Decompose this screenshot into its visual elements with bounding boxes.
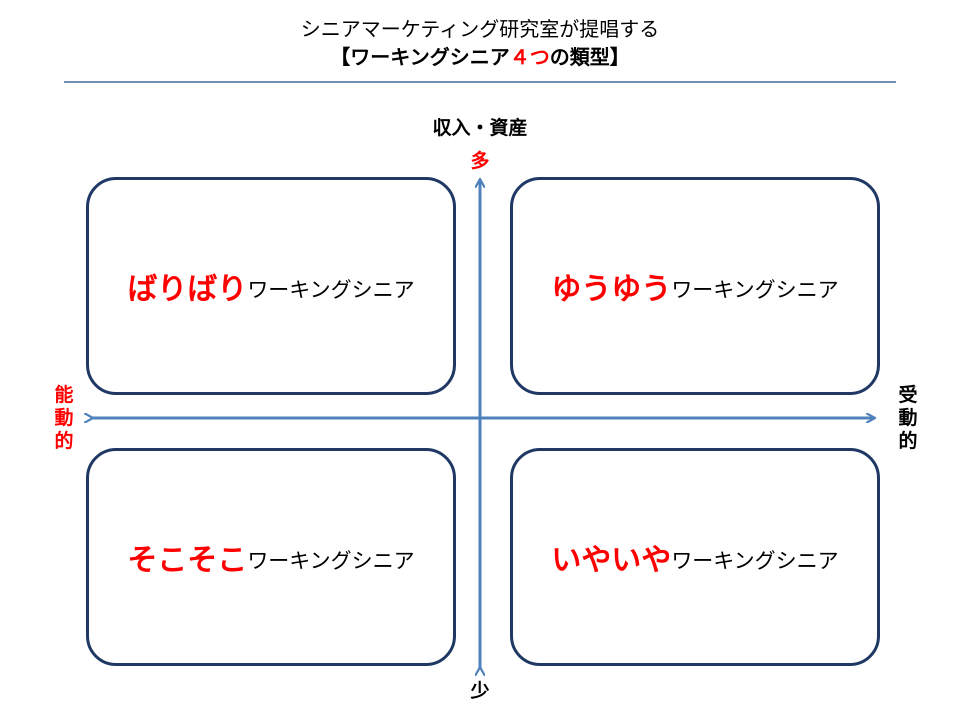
quadrant-top-right: ゆうゆうワーキングシニア bbox=[510, 177, 880, 395]
title-line2-prefix: 【ワーキングシニア bbox=[330, 45, 510, 69]
quadrant-type: いやいや bbox=[551, 543, 672, 578]
title-line2-suffix: の類型】 bbox=[549, 45, 630, 69]
x-axis-right-label: 受動的 bbox=[898, 384, 918, 452]
quadrant-type: そこそこ bbox=[127, 543, 248, 578]
y-axis-top-label: 多 bbox=[470, 150, 490, 172]
quadrant-suffix: ワーキングシニア bbox=[247, 549, 415, 573]
title-line2-highlight: ４つ bbox=[509, 45, 550, 69]
page-subtitle: 【ワーキングシニア４つの類型】 bbox=[0, 44, 960, 70]
quadrant-top-left: ばりばりワーキングシニア bbox=[86, 177, 456, 395]
y-axis-heading: 収入・資産 bbox=[432, 117, 528, 139]
page-title: シニアマーケティング研究室が提唱する bbox=[0, 16, 960, 42]
title-line1: シニアマーケティング研究室が提唱する bbox=[300, 17, 660, 41]
quadrant-bottom-right: いやいやワーキングシニア bbox=[510, 448, 880, 666]
quadrant-suffix: ワーキングシニア bbox=[671, 549, 839, 573]
quadrant-type: ゆうゆう bbox=[551, 272, 672, 307]
y-axis-bottom-label: 少 bbox=[470, 680, 490, 702]
quadrant-type: ばりばり bbox=[127, 272, 248, 307]
quadrant-suffix: ワーキングシニア bbox=[671, 278, 839, 302]
quadrant-suffix: ワーキングシニア bbox=[247, 278, 415, 302]
quadrant-bottom-left: そこそこワーキングシニア bbox=[86, 448, 456, 666]
x-axis-left-label: 能動的 bbox=[54, 384, 74, 452]
title-divider bbox=[64, 81, 896, 83]
